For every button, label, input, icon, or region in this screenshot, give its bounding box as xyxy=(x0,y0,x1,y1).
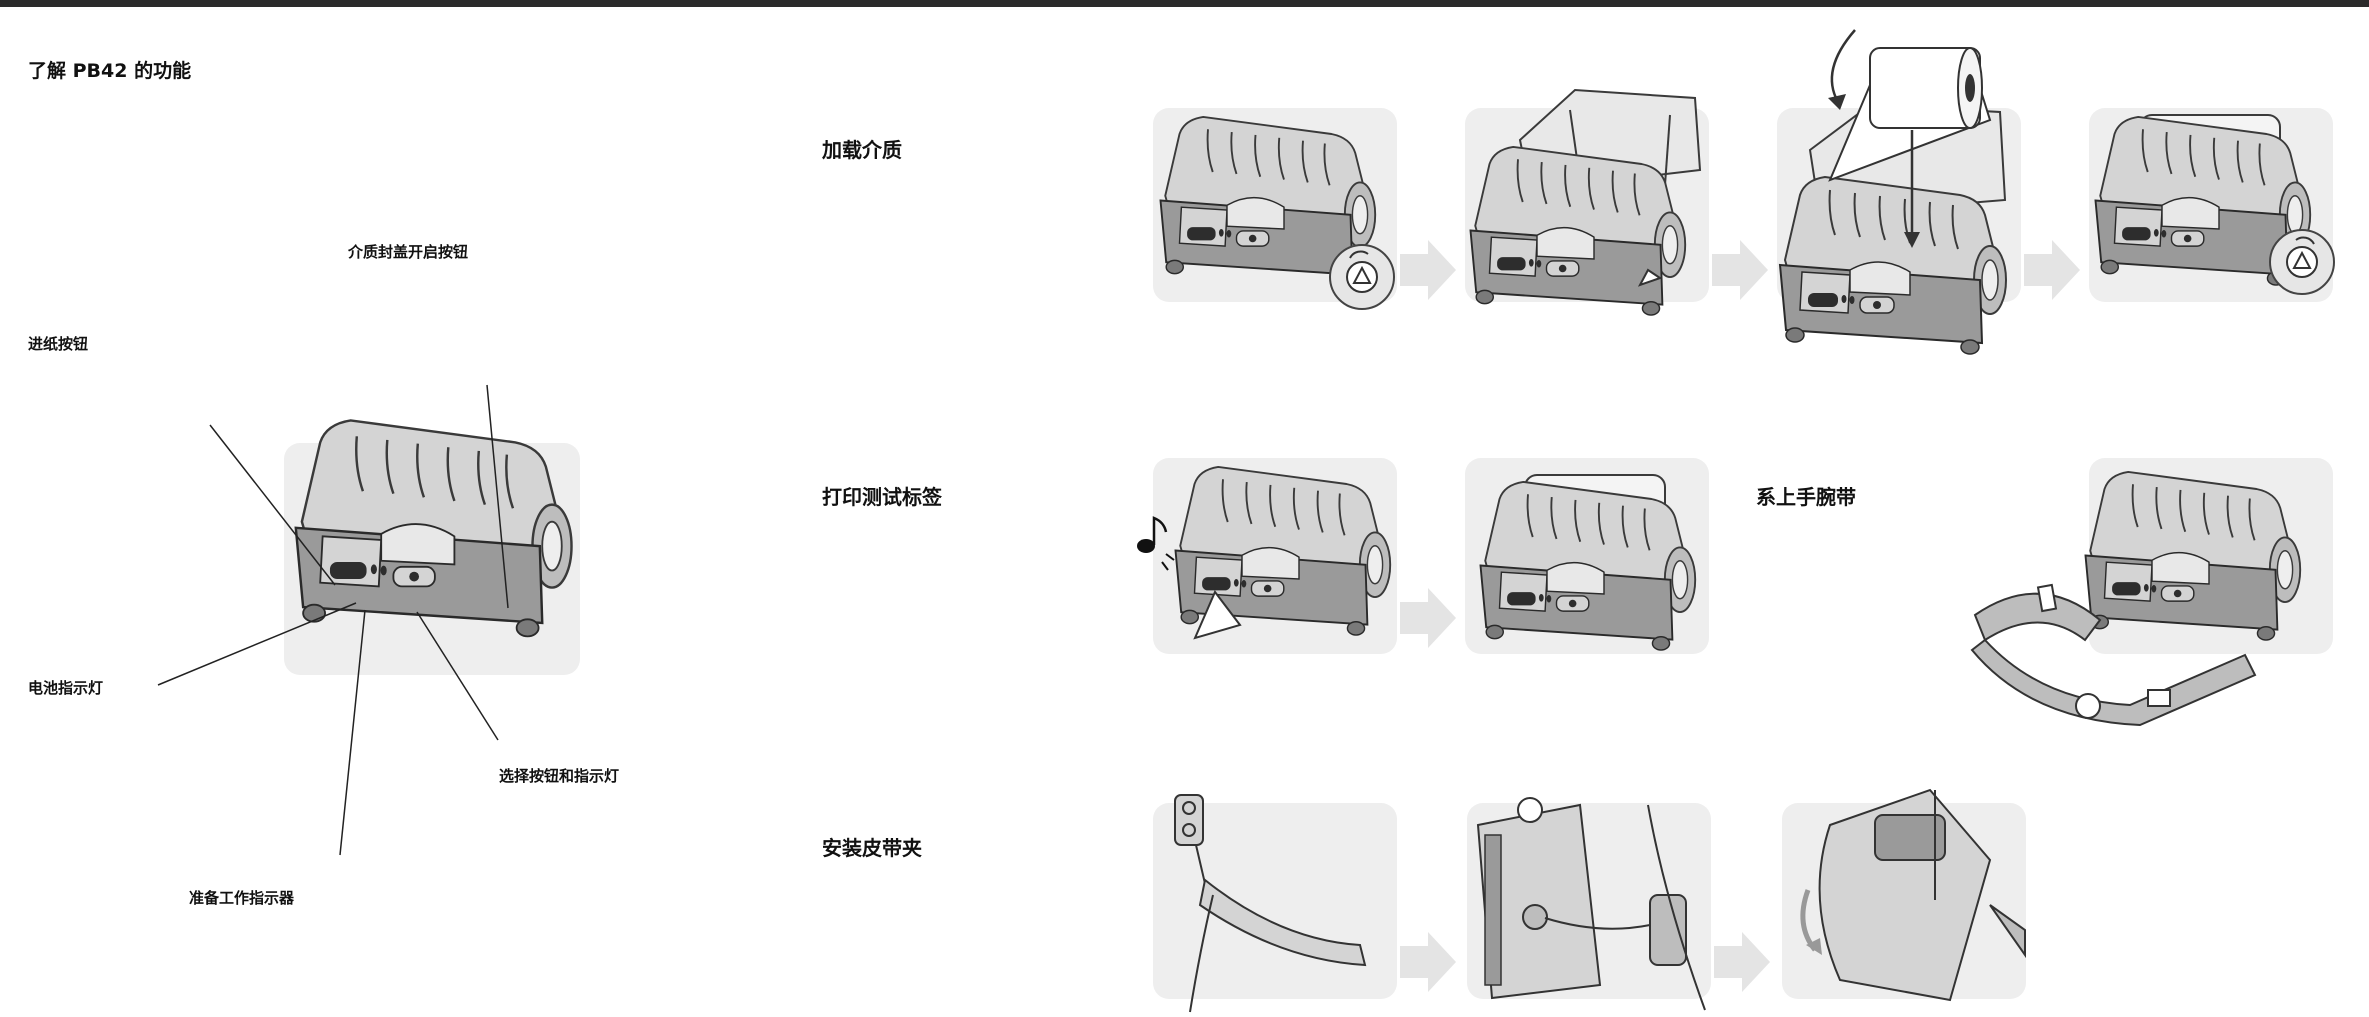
step-arrow xyxy=(1400,932,1456,992)
step-arrow xyxy=(1712,240,1768,300)
step-arrow xyxy=(2024,240,2080,300)
clip-step-2-illustration xyxy=(1478,798,1705,1010)
step-arrow xyxy=(1400,588,1456,648)
step-arrow xyxy=(1714,932,1770,992)
latch-close-callout-icon xyxy=(2270,230,2334,294)
clip-step-1-illustration xyxy=(1175,795,1365,1012)
wrist-strap-printer xyxy=(1972,472,2300,725)
pb42-printer-illustration xyxy=(296,420,572,636)
clip-step-3-illustration xyxy=(1803,790,2025,1000)
beep-icon xyxy=(1137,518,1174,570)
latch-callout-icon xyxy=(1330,245,1394,309)
load-step-2-printer xyxy=(1471,90,1701,315)
step-arrow xyxy=(1400,240,1456,300)
test-step-2-printer xyxy=(1481,475,1696,650)
